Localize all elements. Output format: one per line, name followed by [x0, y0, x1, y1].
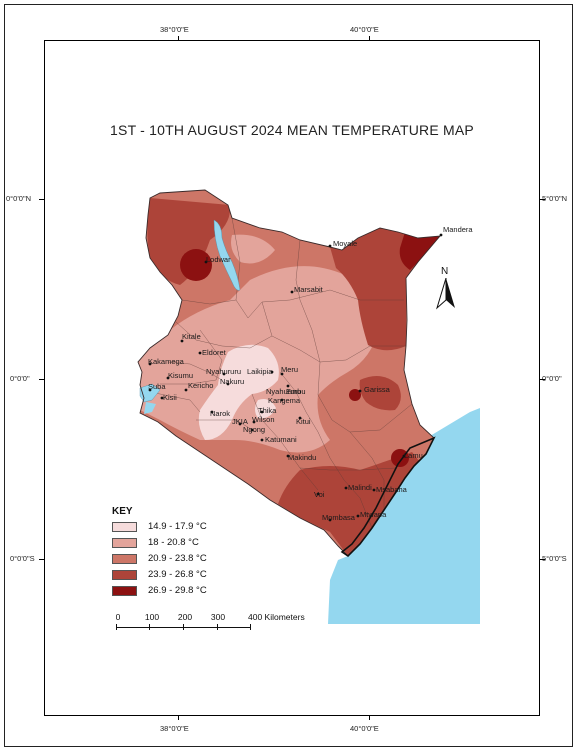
zone-14-9-17-9-highlands: [198, 344, 279, 440]
bottom-lon-label-38: 38°0'0"E: [160, 724, 189, 733]
legend-swatch: [112, 522, 137, 532]
legend-swatch: [112, 570, 137, 580]
lake-victoria-bay: [144, 402, 156, 414]
zone-26-9-29-8-garissa: [349, 389, 361, 401]
lake-turkana: [213, 219, 241, 291]
left-lat-label-eq: 0°0'0": [10, 374, 30, 383]
left-tick-s: [39, 559, 44, 560]
place-label-kangema: Kangema: [268, 396, 301, 405]
zone-26-9-29-8-lamu: [391, 449, 409, 467]
bottom-tick-38: [178, 715, 179, 720]
scale-tick: [217, 624, 218, 630]
place-label-thika: Thika: [258, 406, 277, 415]
legend-swatch: [112, 554, 137, 564]
legend-label: 14.9 - 17.9 °C: [148, 521, 207, 532]
scale-tick: [116, 624, 117, 630]
legend-swatch: [112, 538, 137, 548]
top-lon-label-38: 38°0'0"E: [160, 25, 189, 34]
place-label-malindi: Malindi: [348, 483, 372, 492]
scale-label-300: 300: [210, 612, 226, 622]
legend-swatch: [112, 586, 137, 596]
top-lon-label-40: 40°0'0"E: [350, 25, 379, 34]
lake-victoria: [139, 383, 161, 403]
north-arrow: N: [436, 266, 456, 310]
place-label-kericho: Kericho: [188, 381, 213, 390]
top-tick-40: [369, 36, 370, 41]
scale-label-100: 100: [144, 612, 160, 622]
place-label-narok: Narok: [210, 409, 230, 418]
place-label-meru: Meru: [281, 365, 298, 374]
place-label-katumani: Katumani: [265, 435, 297, 444]
legend-title: KEY: [112, 506, 133, 517]
scale-bar: 0 100 200 300 400 Kilometers: [115, 612, 305, 632]
place-label-ngong: Ngong: [243, 425, 265, 434]
place-label-nakuru: Nakuru: [220, 377, 244, 386]
place-label-mandera: Mandera: [443, 225, 473, 234]
left-lat-label-s: 0°0'0"S: [10, 554, 35, 563]
place-label-makindu: Makindu: [288, 453, 316, 462]
map-title: 1ST - 10TH AUGUST 2024 MEAN TEMPERATURE …: [110, 122, 474, 138]
legend-label: 20.9 - 23.8 °C: [148, 553, 207, 564]
scale-label-200: 200: [177, 612, 193, 622]
top-tick-38: [178, 36, 179, 41]
place-label-embu: Embu: [286, 387, 306, 396]
right-lat-label-s: 5°0'0"S: [542, 554, 567, 563]
left-tick-n: [39, 199, 44, 200]
north-arrow-icon: [436, 278, 455, 310]
place-label-nyahururu: Nyahururu: [206, 367, 241, 376]
right-tick-s: [540, 559, 545, 560]
place-label-laikipia: Laikipia: [247, 367, 273, 376]
place-label-voi: Voi: [314, 490, 325, 499]
bottom-lon-label-40: 40°0'0"E: [350, 724, 379, 733]
north-label: N: [441, 266, 449, 277]
zone-23-9-26-8-coast: [278, 452, 420, 556]
right-tick-eq: [540, 379, 545, 380]
zone-23-9-26-8-garissa: [359, 376, 401, 411]
place-label-suba: Suba: [148, 382, 166, 391]
legend-label: 26.9 - 29.8 °C: [148, 585, 207, 596]
place-label-eldoret: Eldoret: [202, 348, 227, 357]
place-label-kisii: Kisii: [163, 393, 177, 402]
place-label-mtwapa: Mtwapa: [360, 510, 387, 519]
coastal-region-outline: [340, 436, 436, 558]
place-label-nyahururu-2: Nyahururu: [266, 387, 301, 396]
place-label-moyale: Moyale: [333, 239, 357, 248]
place-label-kakamega: Kakamega: [148, 357, 185, 366]
right-tick-n: [540, 199, 545, 200]
zone-18-20-8-north: [231, 234, 275, 264]
place-label-msabaha: Msabaha: [376, 485, 408, 494]
right-lat-label-n: 5°0'0"N: [542, 194, 568, 203]
scale-tick: [149, 624, 150, 630]
scale-tick: [183, 624, 184, 630]
legend-label: 23.9 - 26.8 °C: [148, 569, 207, 580]
right-lat-label-eq: 0°0'0": [542, 374, 562, 383]
outer-frame: [4, 4, 573, 747]
place-label-marsabit: Marsabit: [294, 285, 324, 294]
zone-14-9-17-9-aberdare: [255, 399, 276, 419]
left-tick-eq: [39, 379, 44, 380]
place-label-lodwar: Lodwar: [206, 255, 231, 264]
place-label-mombasa: Mombasa: [322, 513, 356, 522]
zone-26-9-29-8-lodwar: [180, 249, 212, 281]
scale-label-400-km: 400 Kilometers: [248, 612, 305, 622]
place-label-kisumu: Kisumu: [168, 371, 193, 380]
scale-label-0: 0: [115, 612, 121, 622]
place-label-kitale: Kitale: [182, 332, 201, 341]
county-boundaries: [149, 217, 413, 529]
zone-26-9-29-8-mandera: [399, 232, 440, 270]
place-label-wilson: Wilson: [252, 415, 275, 424]
place-label-lamu: Lamu: [404, 451, 423, 460]
scale-tick: [250, 624, 251, 630]
zone-23-9-26-8-northwest: [147, 198, 231, 285]
place-label-garissa: Garissa: [364, 385, 391, 394]
indian-ocean: [328, 408, 480, 624]
bottom-tick-40: [369, 715, 370, 720]
place-label-jkia: JKIA: [232, 417, 248, 426]
left-lat-label-n: 0°0'0"N: [6, 194, 32, 203]
station-dots: [148, 233, 443, 522]
legend-label: 18 - 20.8 °C: [148, 537, 199, 548]
place-label-kitui: Kitui: [296, 417, 311, 426]
